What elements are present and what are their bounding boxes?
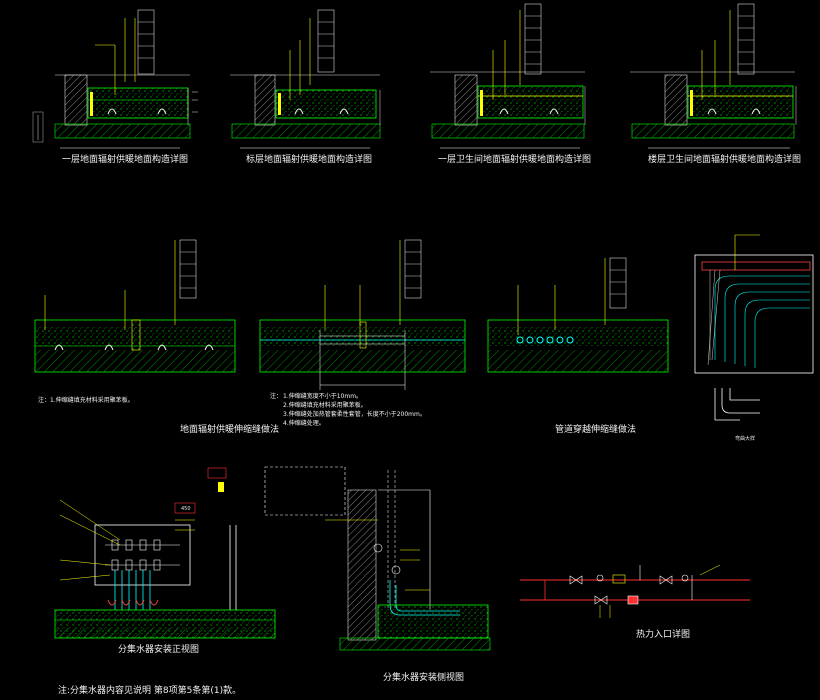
- expansion-joint-detail-c: [487, 257, 669, 373]
- caption-joint-left: 地面辐射供暖伸缩缝做法: [180, 423, 279, 435]
- floor-detail-2: 标层地面辐射供暖地面构造详图: [230, 9, 381, 165]
- manifold-side-view: 分集水器安装侧视图: [325, 470, 491, 683]
- caption-manifold-front: 分集水器安装正视图: [118, 643, 199, 655]
- note-b-2: 2.伸缩缝填充材料采用聚苯板。: [283, 401, 367, 409]
- pressure-gauge-icon: [373, 543, 401, 575]
- floor-detail-4: 楼层卫生间地面辐射供暖地面构造详图: [630, 3, 801, 165]
- expansion-joint-detail-b: 注： 1.伸缩缝宽度不小于10mm。 2.伸缩缝填充材料采用聚苯板。 3.伸缩缝…: [259, 239, 466, 427]
- note-b-3: 3.伸缩缝处加热管套柔性套管，长度不小于200mm。: [283, 410, 426, 418]
- caption-manifold-side: 分集水器安装侧视图: [383, 671, 464, 683]
- manifold-front-view: 450 分集水器安装正视图: [54, 466, 346, 655]
- caption-heat-entry: 热力入口详图: [636, 628, 690, 640]
- pipe-bend-detail: 弯曲大样: [694, 234, 814, 442]
- dim-450: 450: [181, 506, 191, 512]
- note-b-4: 4.伸缩缝处理。: [283, 419, 325, 427]
- note-b-title: 注：: [270, 392, 282, 400]
- heat-entry-detail: 热力入口详图: [520, 564, 750, 640]
- manifold-valve-icon: [105, 539, 180, 571]
- note-b-1: 1.伸缩缝宽度不小于10mm。: [283, 392, 362, 400]
- valve-icon: [569, 574, 689, 605]
- caption-bend-detail: 弯曲大样: [735, 435, 755, 442]
- expansion-joint-detail-a: 注：1.伸缩缝填充材料采用聚苯板。: [34, 239, 236, 404]
- note-a: 注：1.伸缩缝填充材料采用聚苯板。: [38, 396, 134, 404]
- footer-note: 注:分集水器内容见说明 第8项第5条第(1)款。: [58, 684, 241, 696]
- caption-detail-1: 一层地面辐射供暖地面构造详图: [62, 153, 188, 165]
- caption-detail-4: 楼层卫生间地面辐射供暖地面构造详图: [648, 153, 801, 165]
- floor-detail-1: 一层地面辐射供暖地面构造详图: [32, 9, 198, 165]
- caption-joint-right: 管道穿越伸缩缝做法: [555, 423, 636, 435]
- floor-detail-3: 一层卫生间地面辐射供暖地面构造详图: [430, 3, 591, 165]
- caption-detail-2: 标层地面辐射供暖地面构造详图: [246, 153, 372, 165]
- caption-detail-3: 一层卫生间地面辐射供暖地面构造详图: [438, 153, 591, 165]
